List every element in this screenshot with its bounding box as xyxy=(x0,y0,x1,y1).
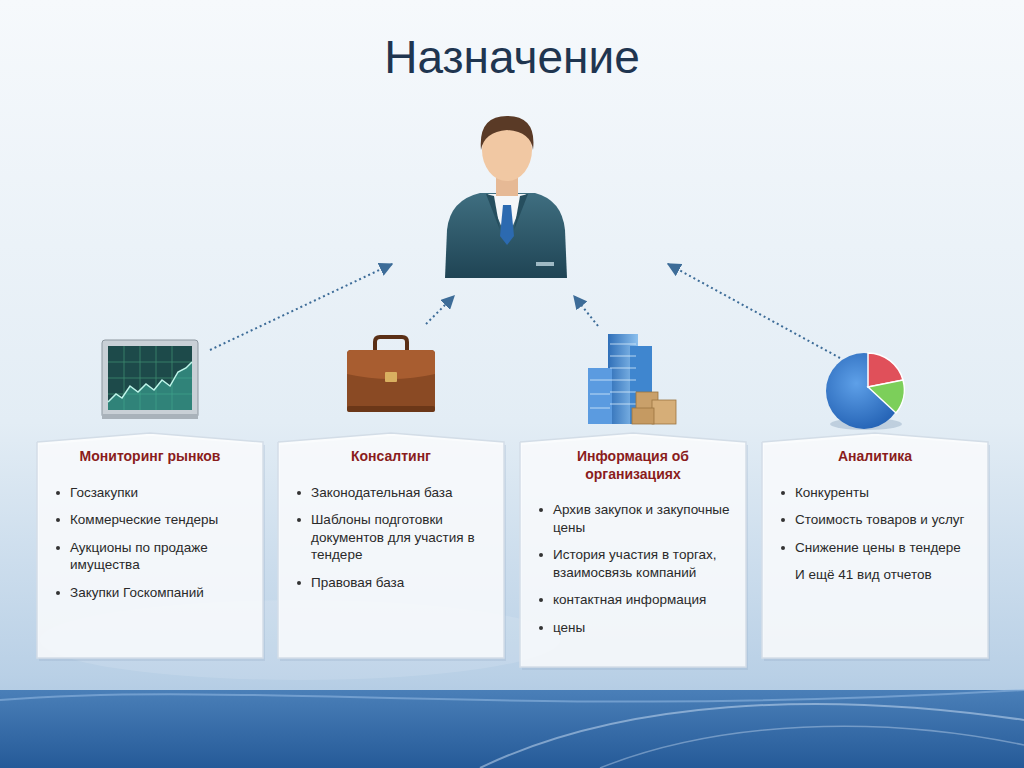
pie-chart-icon xyxy=(826,353,904,430)
briefcase-icon xyxy=(347,337,435,412)
panel-item: Снижение цены в тендере xyxy=(762,539,976,557)
dotted-arrow xyxy=(210,264,840,358)
panel-item: Архив закупок и закупочные цены xyxy=(520,501,734,536)
panel-item: Закупки Госкомпаний xyxy=(37,584,251,602)
panel-item: контактная информация xyxy=(520,591,734,609)
panel-item: Аукционы по продаже имущества xyxy=(37,539,251,574)
market-monitor-icon xyxy=(102,340,198,419)
panel-item: Стоимость товаров и услуг xyxy=(762,511,976,529)
panel-heading: Мониторинг рынков xyxy=(49,448,251,466)
panel-item: Шаблоны подготовки документов для участи… xyxy=(278,511,492,564)
panel-item: Коммерческие тендеры xyxy=(37,511,251,529)
panel-item: Госзакупки xyxy=(37,484,251,502)
panel-item: История участия в торгах, взаимосвязь ко… xyxy=(520,546,734,581)
panel-item: Правовая база xyxy=(278,574,492,592)
panel-item: Законодательная база xyxy=(278,484,492,502)
buildings-icon xyxy=(588,334,676,424)
panel-heading: Консалтинг xyxy=(290,448,492,466)
panel-item: И ещё 41 вид отчетов xyxy=(762,566,976,584)
info-panel: АналитикаКонкурентыСтоимость товаров и у… xyxy=(762,432,988,658)
info-panel: Мониторинг рынковГосзакупкиКоммерческие … xyxy=(37,432,263,658)
panel-shape xyxy=(278,432,504,658)
panel-heading: Аналитика xyxy=(774,448,976,466)
panel-item: цены xyxy=(520,619,734,637)
info-panel: Информация об организацияхАрхив закупок … xyxy=(520,432,746,667)
panel-item: Конкуренты xyxy=(762,484,976,502)
person-icon xyxy=(445,116,567,278)
page-title: Назначение xyxy=(0,30,1024,84)
info-panel: КонсалтингЗаконодательная базаШаблоны по… xyxy=(278,432,504,658)
panel-heading: Информация об организациях xyxy=(532,448,734,483)
